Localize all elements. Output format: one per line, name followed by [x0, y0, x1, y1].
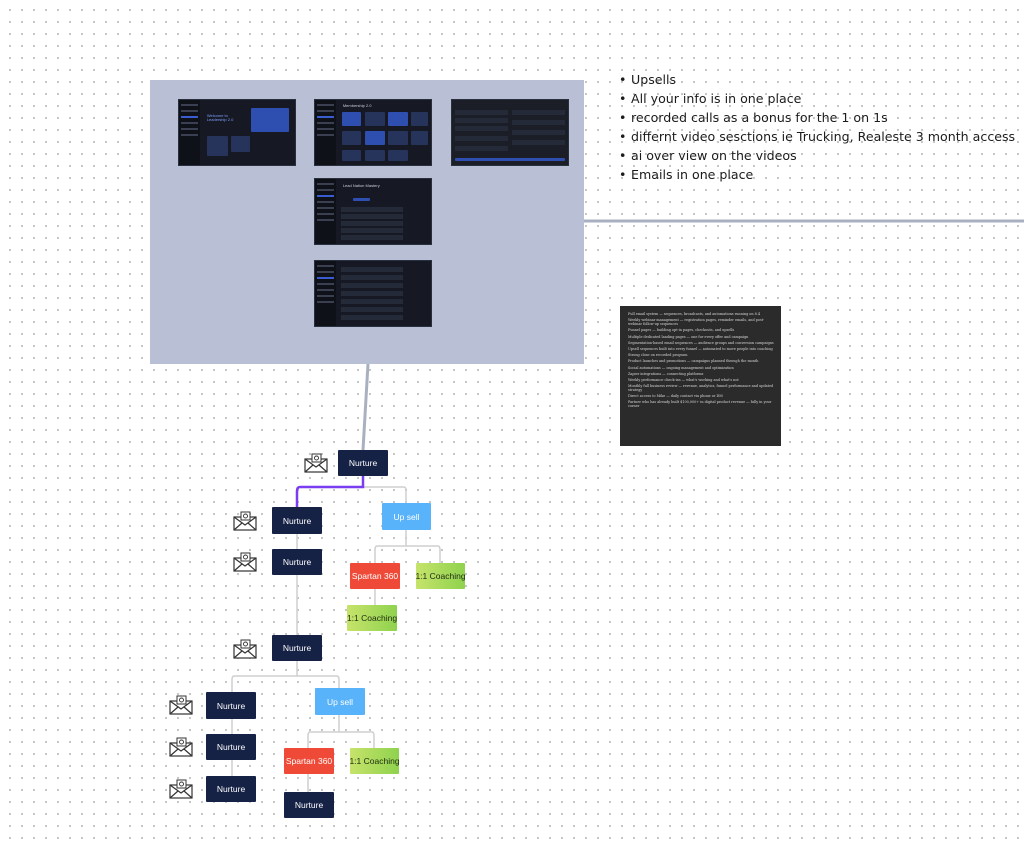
spartan-360-node[interactable]: Spartan 360	[350, 563, 400, 589]
coaching-node[interactable]: 1:1 Coaching	[415, 563, 466, 589]
note-item: Strong close on recorded program	[628, 353, 688, 358]
upsell-node[interactable]: Up sell	[382, 503, 431, 530]
envelope-icon	[233, 639, 257, 659]
nurture-node[interactable]: Nurture	[206, 734, 256, 760]
course-screenshot: Lead Nation Mastery	[314, 178, 432, 245]
tree-lines	[231, 476, 441, 792]
nurture-node[interactable]: Nurture	[272, 635, 322, 661]
bullet-item: All your info is in one place	[619, 89, 1015, 108]
coaching-node[interactable]: 1:1 Coaching	[347, 605, 397, 631]
note-item: Monthly full business review — revenue, …	[628, 384, 774, 393]
envelope-icon	[169, 695, 193, 715]
bullet-item: Emails in one place	[619, 165, 1015, 184]
note-item: Zapier integrations — connecting platfor…	[628, 371, 704, 376]
nurture-node[interactable]: Nurture	[272, 507, 322, 534]
note-item: Direct access to Mike — daily contact vi…	[628, 394, 723, 399]
services-notes-card: Full email system — sequences, broadcast…	[620, 306, 781, 446]
envelope-icon	[169, 737, 193, 757]
nurture-node[interactable]: Nurture	[206, 776, 256, 802]
envelope-icon	[169, 779, 193, 799]
nurture-node-root[interactable]: Nurture	[338, 450, 388, 476]
note-item: Upsell sequences built into every funnel…	[628, 346, 773, 351]
screenshot-frame: Welcome to Leadership 2.0 Membership 2.0…	[150, 80, 584, 364]
course-title: Lead Nation Mastery	[342, 183, 380, 188]
note-item: Segmentation-based email sequences — aud…	[628, 340, 774, 345]
envelope-icon	[233, 552, 257, 572]
note-item: Social automations — ongoing management …	[628, 365, 734, 370]
membership-title: Membership 2.0	[342, 103, 372, 108]
envelope-icon	[304, 453, 328, 473]
bullet-item: differnt video sesctions ie Trucking, Re…	[619, 127, 1015, 146]
bullet-item: ai over view on the videos	[619, 146, 1015, 165]
nurture-node[interactable]: Nurture	[206, 692, 256, 719]
frame-to-flow-connector	[361, 363, 370, 451]
note-item: Funnel pages — building opt-in pages, ch…	[628, 328, 735, 333]
bullet-item: Upsells	[619, 70, 1015, 89]
note-item: Weekly performance check-ins — what's wo…	[628, 377, 739, 382]
nurture-node[interactable]: Nurture	[284, 792, 334, 818]
lessons-screenshot	[314, 260, 432, 327]
upsell-node[interactable]: Up sell	[315, 688, 365, 715]
note-item: Weekly webinar management — registration…	[628, 318, 765, 327]
envelope-icon	[233, 511, 257, 531]
coaching-node[interactable]: 1:1 Coaching	[349, 748, 400, 774]
membership-screenshot: Membership 2.0	[314, 99, 432, 166]
highlight-connector	[295, 476, 365, 507]
bullet-item: recorded calls as a bonus for the 1 on 1…	[619, 108, 1015, 127]
note-item: Partner who has already built $100,000+ …	[628, 400, 772, 409]
welcome-screenshot: Welcome to Leadership 2.0	[178, 99, 296, 166]
note-item: Product launches and promotions — campai…	[628, 359, 759, 364]
settings-screenshot	[451, 99, 569, 166]
note-item: Full email system — sequences, broadcast…	[628, 312, 761, 316]
nurture-node[interactable]: Nurture	[272, 549, 322, 575]
feature-bullet-list: Upsells All your info is in one place re…	[615, 70, 1015, 184]
note-item: Multiple dedicated landing pages — one f…	[628, 334, 749, 339]
welcome-title: Welcome to Leadership 2.0	[206, 113, 234, 122]
spartan-360-node[interactable]: Spartan 360	[284, 748, 334, 774]
